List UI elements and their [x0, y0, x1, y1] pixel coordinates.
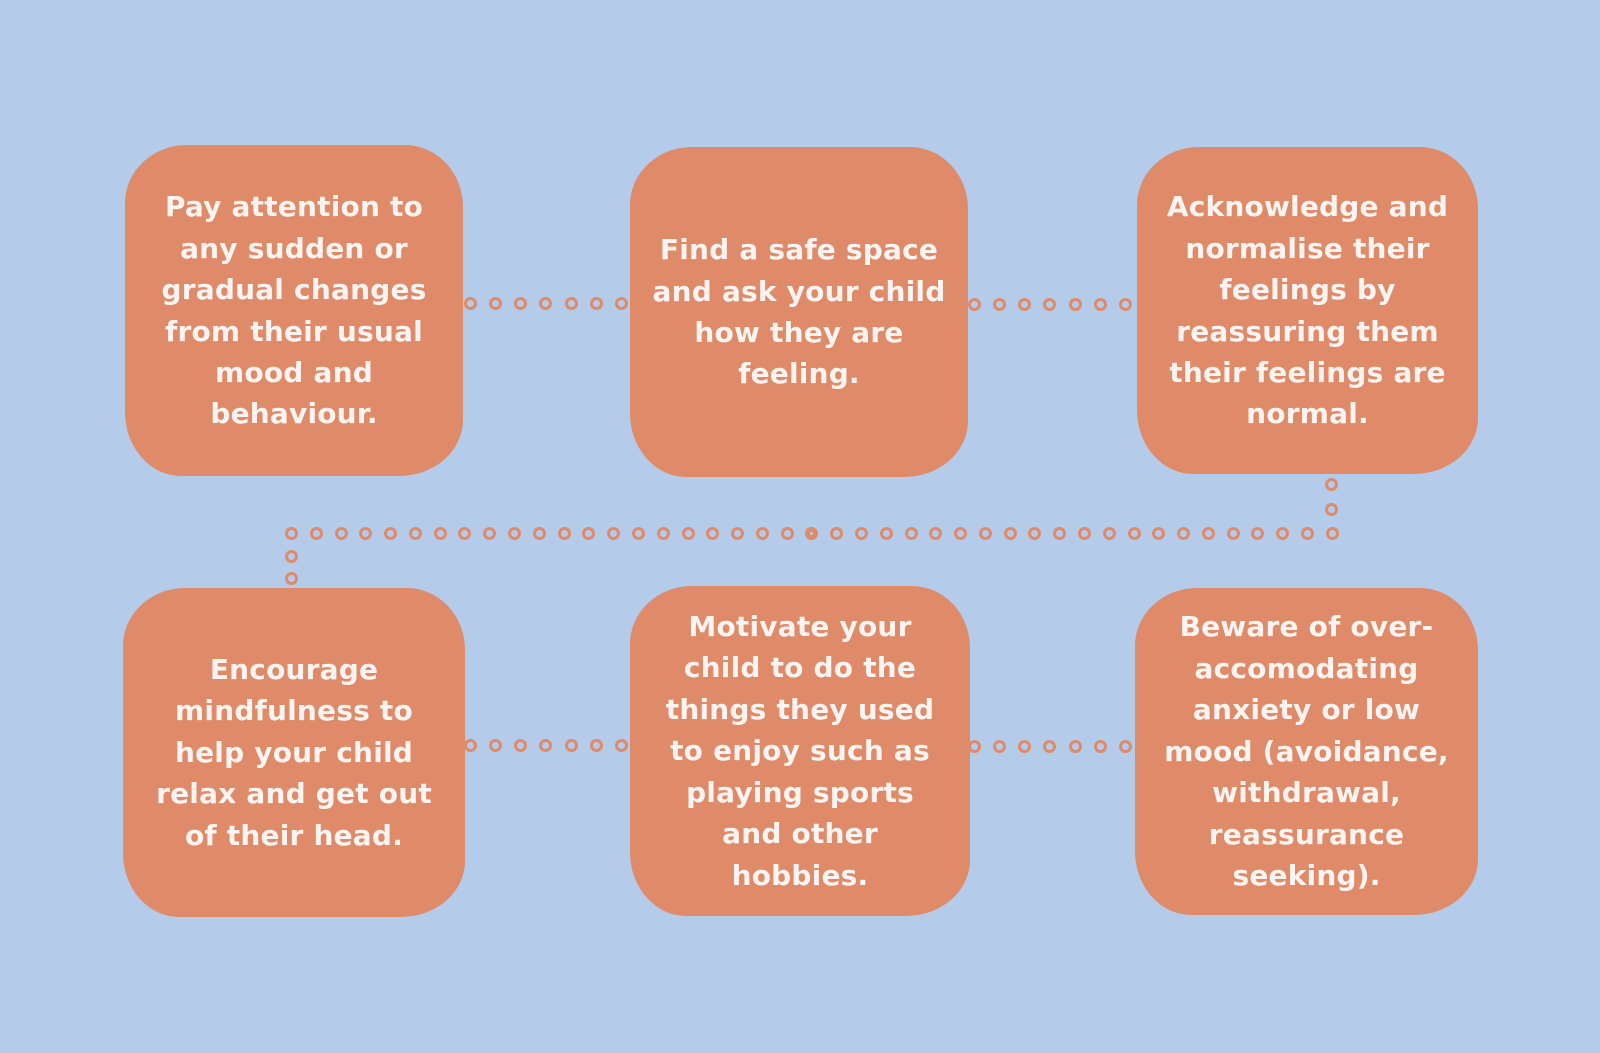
card-encourage-mindfulness: Encourage mindfulness to help your child… — [123, 588, 465, 917]
connector-dot — [514, 739, 528, 752]
connector-dot — [1118, 298, 1132, 311]
connector-dot — [1118, 740, 1132, 753]
connector-dot — [564, 739, 578, 752]
connector-dot — [1102, 527, 1116, 540]
card-find-safe-space: Find a safe space and ask your child how… — [630, 147, 968, 477]
connector-dot — [1043, 740, 1057, 753]
connector-dot — [285, 527, 298, 540]
connector-dot — [433, 527, 447, 540]
connector-dot — [359, 527, 373, 540]
connector-dot — [1053, 527, 1067, 540]
connector-dot — [1201, 527, 1215, 540]
connector-dot — [954, 527, 968, 540]
connector-dot — [489, 739, 503, 752]
connector-dot — [631, 527, 645, 540]
connector-dot — [854, 527, 868, 540]
connector-middle-right-vertical — [1325, 478, 1338, 516]
connector-middle-left-vertical — [285, 550, 298, 585]
connector-top-right — [968, 298, 1132, 311]
connector-dot — [968, 298, 981, 311]
card-find-safe-space-text: Find a safe space and ask your child how… — [652, 233, 946, 391]
connector-dot — [1127, 527, 1141, 540]
connector-dot — [929, 527, 943, 540]
connector-dot — [458, 527, 472, 540]
connector-dot — [1251, 527, 1265, 540]
connector-dot — [514, 297, 528, 310]
connector-top-left — [464, 297, 628, 310]
connector-dot — [1028, 527, 1042, 540]
connector-dot — [731, 527, 745, 540]
connector-dot — [532, 527, 546, 540]
card-encourage-mindfulness-text: Encourage mindfulness to help your child… — [156, 652, 432, 852]
card-motivate-child-text: Motivate your child to do the things the… — [665, 609, 935, 892]
connector-dot — [309, 527, 323, 540]
connector-dot — [805, 527, 819, 540]
connector-dot — [1093, 740, 1107, 753]
connector-dot — [904, 527, 918, 540]
connector-dot — [464, 297, 477, 310]
connector-dot — [706, 527, 720, 540]
card-pay-attention-text: Pay attention to any sudden or gradual c… — [161, 190, 427, 431]
connector-dot — [539, 297, 553, 310]
connector-dot — [780, 527, 794, 540]
connector-dot — [607, 527, 621, 540]
connector-dot — [681, 527, 695, 540]
connector-dot — [582, 527, 596, 540]
connector-dot — [978, 527, 992, 540]
connector-dot — [1301, 527, 1315, 540]
connector-dot — [589, 739, 603, 752]
connector-dot — [1078, 527, 1091, 540]
connector-dot — [1177, 527, 1191, 540]
connector-dot — [1325, 503, 1338, 516]
connector-dot — [614, 297, 628, 310]
card-acknowledge-feelings-text: Acknowledge and normalise their feelings… — [1166, 190, 1449, 431]
connector-dot — [589, 297, 603, 310]
connector-dot — [483, 527, 497, 540]
connector-dot — [879, 527, 893, 540]
connector-dot — [614, 739, 628, 752]
connector-dot — [285, 572, 298, 585]
connector-dot — [755, 527, 769, 540]
connector-dot — [1152, 527, 1166, 540]
connector-dot — [968, 740, 981, 753]
connector-dot — [1018, 298, 1032, 311]
connector-dot — [993, 740, 1007, 753]
card-beware-overaccomodating-text: Beware of over- accomodating anxiety or … — [1164, 610, 1449, 893]
card-motivate-child: Motivate your child to do the things the… — [630, 586, 970, 916]
connector-dot — [1068, 740, 1082, 753]
connector-dot — [489, 297, 503, 310]
connector-dot — [993, 298, 1007, 311]
connector-dot — [1276, 527, 1290, 540]
connector-dot — [384, 527, 398, 540]
connector-dot — [508, 527, 522, 540]
connector-dot — [830, 527, 844, 540]
connector-bottom-left — [464, 739, 628, 752]
connector-dot — [1018, 740, 1032, 753]
connector-dot — [464, 739, 477, 752]
connector-dot — [1068, 298, 1082, 311]
card-acknowledge-feelings: Acknowledge and normalise their feelings… — [1137, 147, 1478, 474]
connector-dot — [539, 739, 553, 752]
connector-dot — [285, 550, 298, 563]
connector-dot — [557, 527, 571, 540]
card-beware-overaccomodating: Beware of over- accomodating anxiety or … — [1135, 588, 1478, 915]
connector-middle-horizontal — [285, 527, 1339, 540]
connector-dot — [1003, 527, 1017, 540]
connector-dot — [1043, 298, 1057, 311]
connector-bottom-right — [968, 740, 1132, 753]
card-pay-attention: Pay attention to any sudden or gradual c… — [125, 145, 463, 476]
connector-dot — [334, 527, 348, 540]
connector-dot — [1226, 527, 1240, 540]
connector-dot — [656, 527, 670, 540]
connector-dot — [1093, 298, 1107, 311]
connector-dot — [408, 527, 422, 540]
connector-dot — [1325, 527, 1339, 540]
connector-dot — [564, 297, 578, 310]
connector-dot — [1325, 478, 1338, 491]
